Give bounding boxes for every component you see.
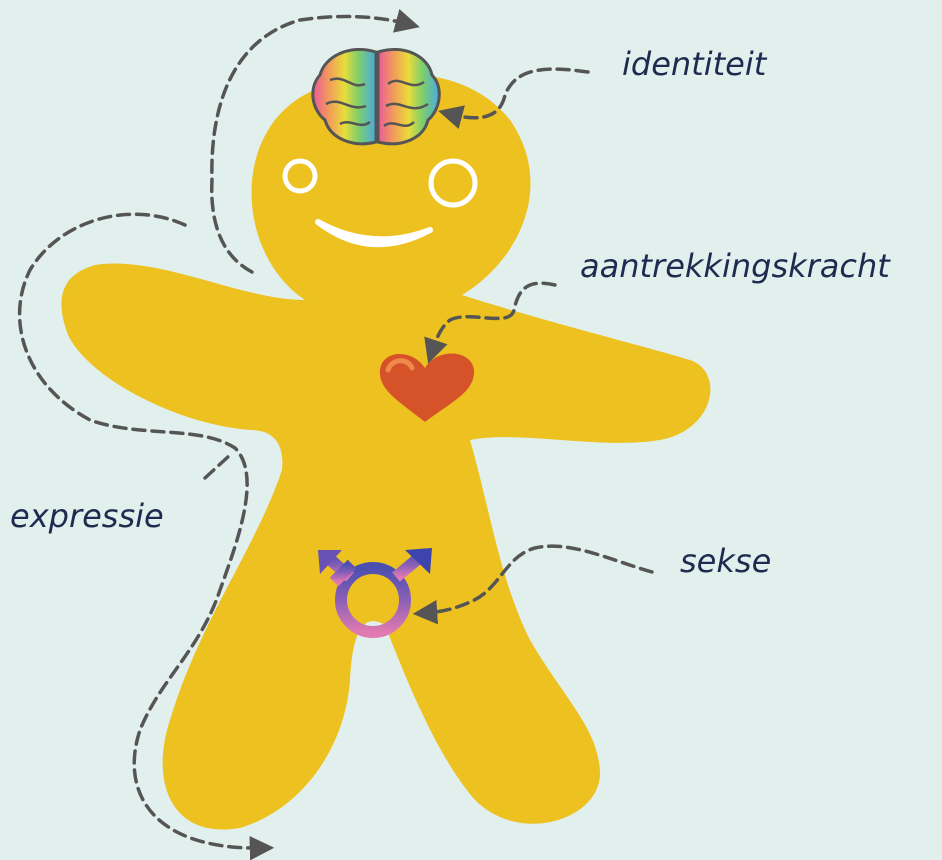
gingerbread-body (61, 74, 710, 829)
identity-label: identiteit (622, 48, 766, 80)
expression-pointer (205, 455, 230, 478)
rainbow-brain-icon (313, 49, 439, 143)
expression-label: expressie (10, 500, 164, 532)
attraction-label: aantrekkingskracht (580, 250, 890, 282)
sex-label: sekse (680, 545, 771, 577)
